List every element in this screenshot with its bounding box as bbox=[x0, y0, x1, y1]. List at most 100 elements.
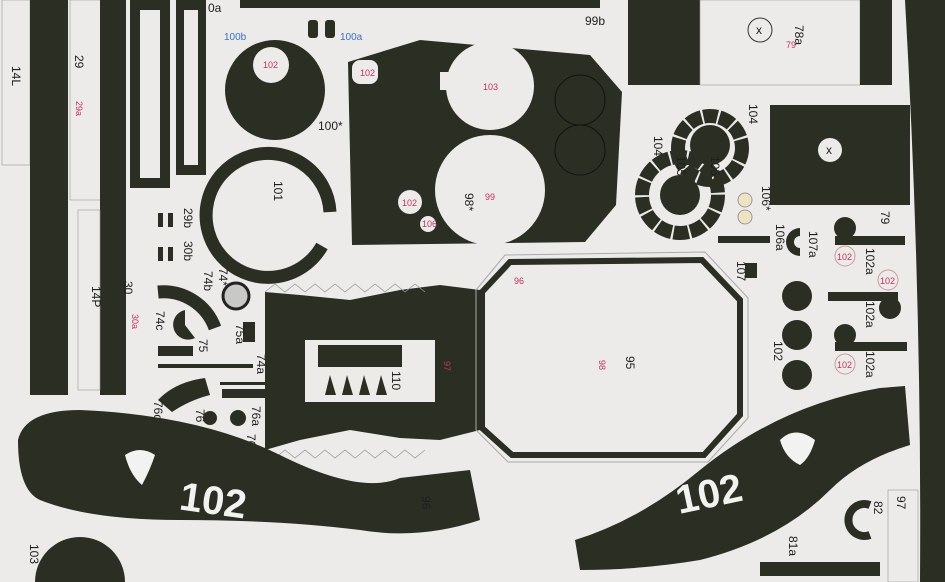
label-105-b: 105 bbox=[674, 156, 688, 176]
label-102-m2: 102 bbox=[880, 276, 895, 286]
label-76: 76 bbox=[193, 409, 207, 423]
part-100a bbox=[308, 20, 335, 38]
part-75 bbox=[158, 346, 193, 356]
label-99: 99 bbox=[485, 192, 495, 202]
label-79-top: 79 bbox=[786, 40, 796, 50]
label-102-circle: 102 bbox=[263, 60, 278, 70]
part-74b bbox=[157, 285, 222, 331]
label-100: 100* bbox=[318, 119, 343, 133]
label-14P: 14P bbox=[89, 286, 103, 307]
label-103: 103 bbox=[483, 82, 498, 92]
label-95: 95 bbox=[623, 356, 637, 370]
part-107 bbox=[745, 263, 757, 278]
label-102-small: 102 bbox=[402, 198, 417, 208]
part-81a bbox=[760, 562, 880, 576]
part-76d bbox=[158, 378, 210, 412]
label-30a: 30a bbox=[130, 314, 140, 329]
label-107: 107 bbox=[734, 261, 748, 281]
label-97: 97 bbox=[894, 496, 908, 510]
part-107a bbox=[786, 228, 800, 256]
part-76c bbox=[220, 382, 275, 385]
label-79: 79 bbox=[878, 211, 892, 225]
part-74 bbox=[221, 281, 251, 311]
label-100a: 100a bbox=[340, 32, 363, 43]
part-82 bbox=[844, 500, 872, 540]
label-29a: 29a bbox=[74, 101, 84, 116]
label-99b: 99b bbox=[585, 14, 605, 28]
part-106 bbox=[737, 192, 753, 208]
part-78a bbox=[628, 0, 700, 85]
label-76d: 76d bbox=[151, 401, 165, 421]
parts-102a bbox=[828, 217, 907, 375]
top-strip bbox=[240, 0, 600, 8]
label-74a: 74a bbox=[254, 354, 268, 374]
part-110 bbox=[318, 345, 402, 367]
label-81a: 81a bbox=[786, 536, 800, 556]
label-82: 82 bbox=[871, 501, 885, 515]
label-102a-3: 102a bbox=[863, 351, 877, 378]
label-107a: 107a bbox=[806, 231, 820, 258]
label-102-m3: 102 bbox=[837, 360, 852, 370]
label-106: 106* bbox=[759, 186, 773, 211]
part-97-strip bbox=[887, 489, 919, 582]
label-30: 30 bbox=[121, 281, 135, 295]
label-74c: 74c bbox=[153, 311, 167, 330]
part-74c bbox=[173, 310, 195, 340]
part-110-teeth bbox=[325, 375, 387, 395]
x-mark-2: x bbox=[826, 143, 832, 157]
label-78a: 78a bbox=[792, 25, 806, 45]
label-101: 101 bbox=[271, 181, 285, 201]
label-104-a: 104 bbox=[746, 104, 760, 124]
part-74a bbox=[158, 364, 253, 368]
label-76a: 76a bbox=[249, 406, 263, 426]
band-left bbox=[18, 410, 480, 534]
label-106-small: 106 bbox=[422, 219, 437, 229]
label-110: 110 bbox=[389, 371, 403, 390]
part-76b bbox=[222, 389, 277, 398]
part-76a bbox=[230, 410, 246, 426]
label-97-magenta: 97 bbox=[442, 361, 452, 371]
label-75: 75 bbox=[196, 339, 210, 353]
label-14L: 14L bbox=[9, 66, 23, 86]
label-0a: 0a bbox=[208, 1, 222, 15]
label-29: 29 bbox=[72, 55, 86, 69]
label-74b: 74b bbox=[201, 271, 215, 291]
label-98: 98* bbox=[462, 193, 476, 211]
parts-102-disks bbox=[782, 281, 812, 390]
label-75a: 75a bbox=[233, 324, 247, 344]
label-105-a: 105 bbox=[708, 156, 722, 176]
label-102-m1: 102 bbox=[837, 252, 852, 262]
gear-104-a bbox=[671, 109, 749, 187]
band-left-number: 102 bbox=[177, 475, 249, 528]
label-103-bottom: 103 bbox=[27, 544, 41, 564]
part-106a bbox=[718, 236, 770, 243]
part-101 bbox=[199, 146, 337, 284]
parts-29b-30b bbox=[158, 213, 173, 261]
label-98-magenta: 98 bbox=[597, 360, 607, 370]
part-76 bbox=[203, 411, 217, 425]
label-102-disks: 102 bbox=[771, 341, 785, 361]
part-100 bbox=[225, 40, 325, 140]
label-100b: 100b bbox=[224, 32, 247, 43]
part-95-outline bbox=[475, 251, 749, 463]
gear-104-b bbox=[635, 150, 725, 240]
label-106a: 106a bbox=[773, 224, 787, 251]
right-edge bbox=[905, 0, 945, 582]
eagle-emblem-left bbox=[125, 450, 155, 485]
label-102a-1: 102a bbox=[863, 248, 877, 275]
part-75a bbox=[243, 322, 255, 342]
label-96: 96 bbox=[419, 496, 433, 510]
eagle-emblem-right bbox=[780, 432, 815, 465]
label-96-magenta: 96 bbox=[514, 276, 524, 286]
x-mark-1: x bbox=[756, 23, 762, 37]
part-103-bottom bbox=[35, 537, 125, 582]
label-74: 74* bbox=[216, 268, 230, 286]
band-right bbox=[575, 386, 910, 570]
label-29b: 29b bbox=[181, 208, 195, 228]
label-102a-2: 102a bbox=[863, 301, 877, 328]
label-102-poly: 102 bbox=[360, 68, 375, 78]
part-95 bbox=[479, 256, 743, 458]
label-30b: 30b bbox=[181, 241, 195, 261]
label-104-b: 104 bbox=[651, 136, 665, 156]
